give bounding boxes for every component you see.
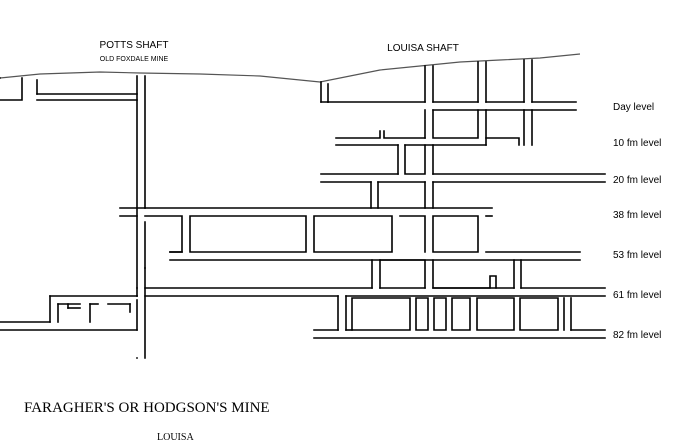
diagram-subtitle: LOUISA xyxy=(157,432,194,443)
level-label: 10 fm level xyxy=(613,138,661,149)
level-label: Day level xyxy=(613,102,654,113)
level-38-workings xyxy=(144,215,581,269)
level-label: 82 fm level xyxy=(613,330,661,341)
old-foxdale-label: OLD FOXDALE MINE xyxy=(100,56,169,63)
diagram-title: FARAGHER'S OR HODGSON'S MINE xyxy=(24,400,270,416)
level-label: 38 fm level xyxy=(613,210,661,221)
louisa-workings xyxy=(136,59,606,339)
potts-shaft-label: POTTS SHAFT xyxy=(100,40,169,51)
level-label: 61 fm level xyxy=(613,290,661,301)
level-label: 53 fm level xyxy=(613,250,661,261)
potts-workings xyxy=(0,75,493,359)
louisa-shaft-label: LOUISA SHAFT xyxy=(387,43,459,54)
ground-surface-line xyxy=(0,53,581,83)
level-label: 20 fm level xyxy=(613,175,661,186)
